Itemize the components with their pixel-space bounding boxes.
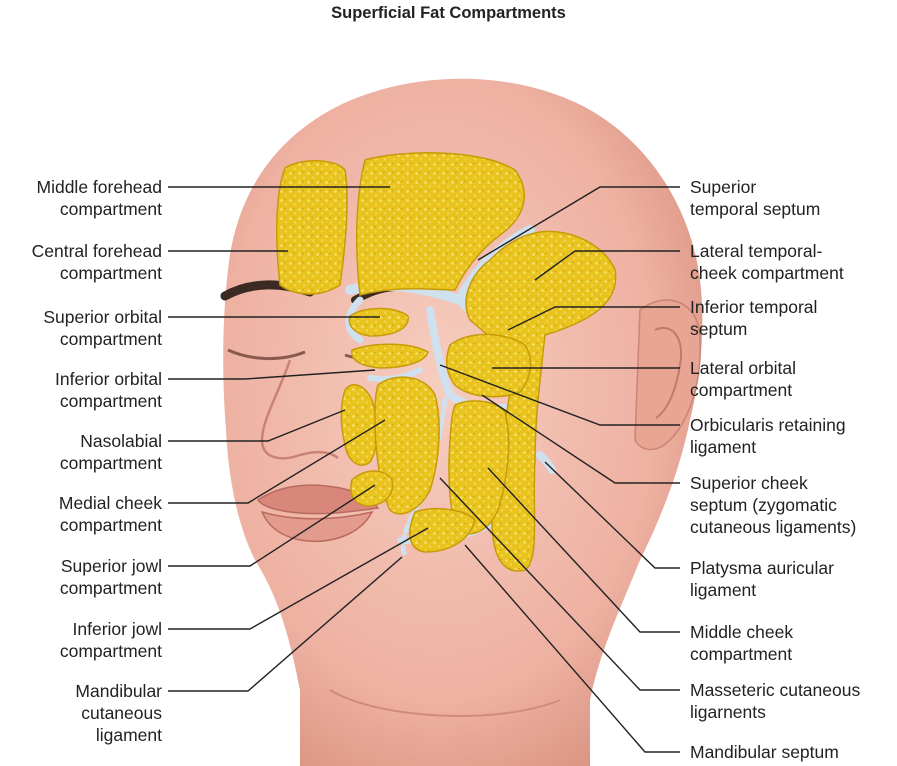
label-mandibular-cutaneous-ligament: Mandibular cutaneous ligament	[75, 680, 162, 746]
label-middle-forehead-compartment: Middle forehead compartment	[37, 176, 163, 220]
label-mandibular-septum: Mandibular septum	[690, 741, 839, 763]
label-inferior-temporal-septum: Inferior temporal septum	[690, 296, 817, 340]
label-superior-jowl-compartment: Superior jowl compartment	[60, 555, 162, 599]
label-inferior-jowl-compartment: Inferior jowl compartment	[60, 618, 162, 662]
label-lateral-orbital-compartment: Lateral orbital compartment	[690, 357, 796, 401]
label-inferior-orbital-compartment: Inferior orbital compartment	[55, 368, 162, 412]
lateral-orbital-fat	[447, 334, 531, 396]
label-superior-cheek-septum: Superior cheek septum (zygomatic cutaneo…	[690, 472, 856, 538]
label-superior-orbital-compartment: Superior orbital compartment	[43, 306, 162, 350]
central-forehead-fat	[277, 161, 347, 294]
label-orbicularis-retaining-ligament: Orbicularis retaining ligament	[690, 414, 846, 458]
label-middle-cheek-compartment: Middle cheek compartment	[690, 621, 793, 665]
label-central-forehead-compartment: Central forehead compartment	[32, 240, 162, 284]
label-superior-temporal-septum: Superior temporal septum	[690, 176, 820, 220]
label-platysma-auricular-ligament: Platysma auricular ligament	[690, 557, 834, 601]
label-lateral-temporal-cheek-compartment: Lateral temporal- cheek compartment	[690, 240, 844, 284]
label-medial-cheek-compartment: Medial cheek compartment	[59, 492, 162, 536]
label-nasolabial-compartment: Nasolabial compartment	[60, 430, 162, 474]
label-masseteric-cutaneous-ligaments: Masseteric cutaneous ligarnents	[690, 679, 860, 723]
